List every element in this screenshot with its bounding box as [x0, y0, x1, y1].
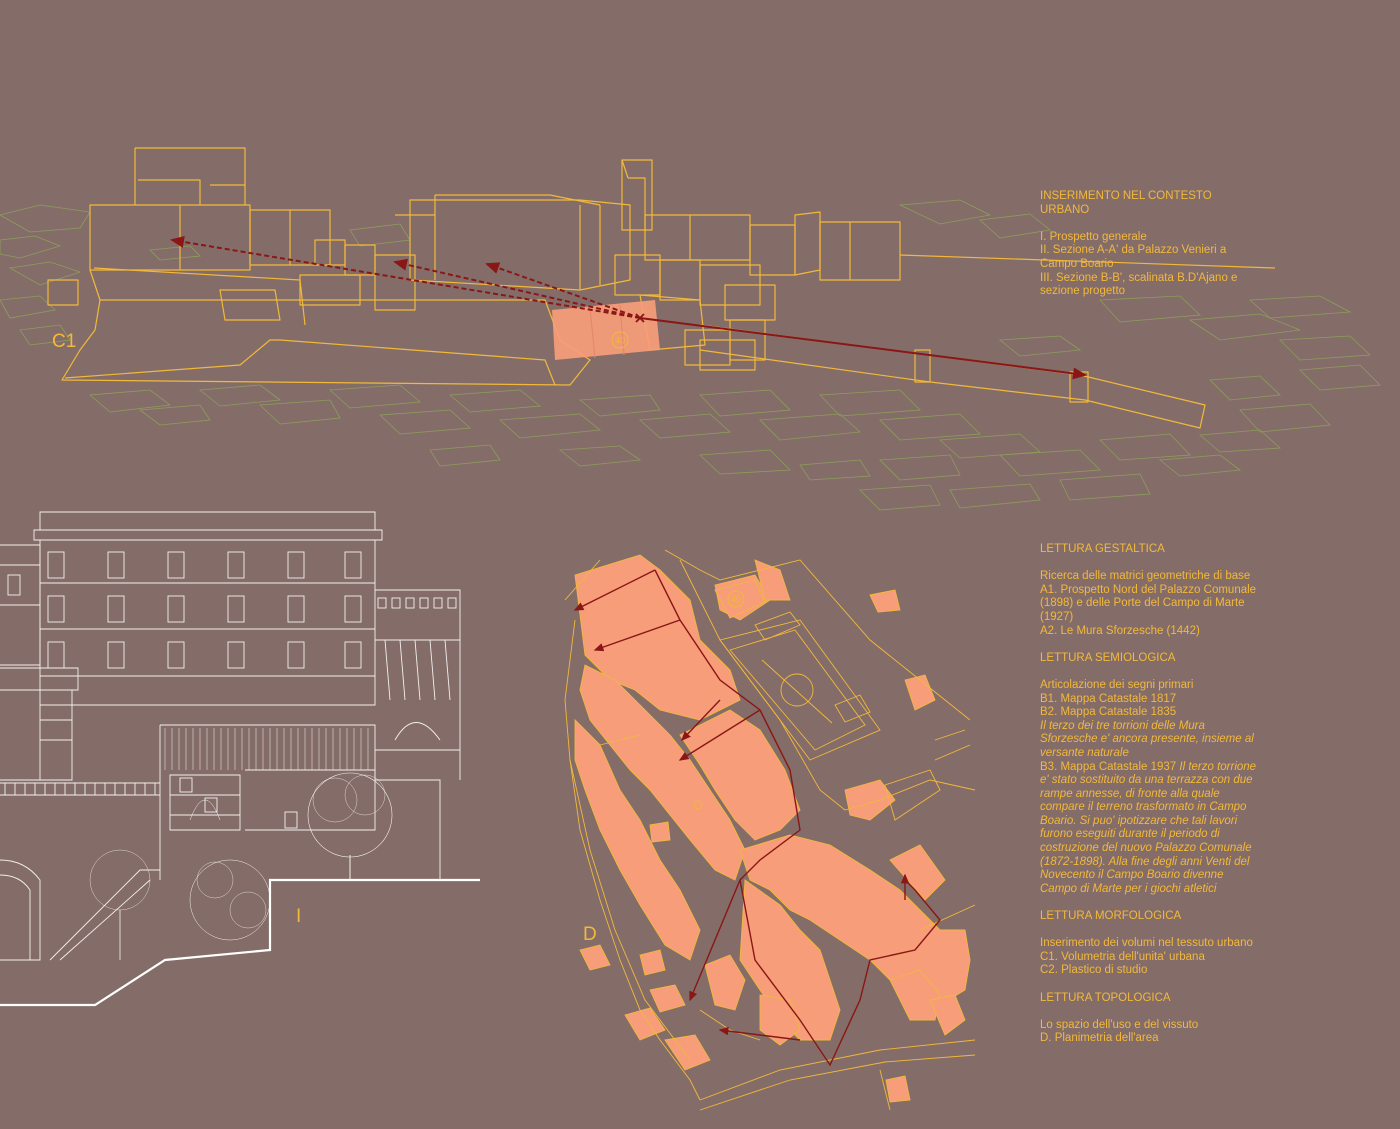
context-title-cont: URBANO	[1040, 203, 1090, 216]
palazzo-windows	[47, 551, 362, 669]
plan-outlines	[564, 549, 976, 1111]
panel-label-d: D	[583, 924, 597, 945]
site-plan-d: 40	[564, 549, 976, 1111]
axonometric-volumetry-c1: 40	[0, 147, 1381, 511]
context-title: INSERIMENTO NEL CONTESTO	[1040, 190, 1212, 202]
semiologica-note: Campo di Marte per i giochi atletici	[1040, 882, 1217, 895]
gestaltica-line: (1927)	[1040, 610, 1074, 623]
semiologica-note: costruzione del nuovo Palazzo Comunale	[1040, 842, 1252, 855]
semiologica-note: Il terzo dei tre torrioni delle Mura	[1040, 719, 1205, 732]
topologica-title: LETTURA TOPOLOGICA	[1040, 991, 1171, 1004]
gestaltica-line: (1898) e delle Porte del Campo di Marte	[1040, 597, 1245, 610]
semiologica-note: versante naturale	[1040, 746, 1129, 759]
morfologica-intro: Inserimento dei volumi nel tessuto urban…	[1040, 937, 1253, 950]
morfologica-line: C1. Volumetria dell'unita' urbana	[1040, 950, 1205, 963]
semiologica-note: Boario. Si puo' ipotizzare che tali lavo…	[1040, 814, 1238, 827]
panel-label-c1: C1	[52, 331, 77, 352]
project-number-badge-plan: 40	[731, 595, 741, 605]
context-item-2-cont: Campo Boario	[1040, 257, 1114, 270]
context-item-3-cont: sezione progetto	[1040, 285, 1126, 298]
topologica-line: D. Planimetria dell'area	[1040, 1032, 1159, 1045]
semiologica-b3-label: B3. Mappa Catastale 1937	[1040, 760, 1180, 773]
sight-lines	[170, 236, 1087, 380]
panel-label-i: I	[296, 906, 302, 927]
semiologica-intro: Articolazione dei segni primari	[1040, 678, 1194, 691]
project-volume: 40	[552, 300, 660, 360]
gestaltica-line: A2. Le Mura Sforzesche (1442)	[1040, 624, 1200, 637]
semiologica-note: rampe annesse, di fronte alla quale	[1040, 787, 1220, 800]
semiologica-note: Novecento il Campo Boario divenne	[1040, 869, 1224, 882]
semiologica-title: LETTURA SEMIOLOGICA	[1040, 651, 1176, 664]
semiologica-line: B1. Mappa Catastale 1817	[1040, 692, 1177, 705]
plan-project-badge: 40	[714, 579, 766, 619]
context-item-1: I. Prospetto generale	[1040, 230, 1147, 243]
gestaltica-title: LETTURA GESTALTICA	[1040, 543, 1165, 555]
morfologica-title: LETTURA MORFOLOGICA	[1040, 910, 1182, 923]
semiologica-line-b3: B3. Mappa Catastale 1937 Il terzo torrio…	[1040, 761, 1262, 775]
morfologica-line: C2. Plastico di studio	[1040, 964, 1148, 977]
semiologica-note: furono eseguiti durante il periodo di	[1040, 828, 1220, 841]
roof-hatching	[164, 728, 369, 770]
project-number-badge-axo: 40	[615, 336, 625, 346]
semiologica-b3-note: Il terzo torrione	[1179, 760, 1257, 773]
semiologica-line: B2. Mappa Catastale 1835	[1040, 706, 1177, 719]
gestaltica-intro: Ricerca delle matrici geometriche di bas…	[1040, 570, 1251, 583]
semiologica-note: (1872-1898). Alla fine degli anni Venti …	[1040, 855, 1250, 868]
context-item-2: II. Sezione A-A' da Palazzo Venieri a	[1040, 244, 1227, 257]
context-item-3: III. Sezione B-B', scalinata B.D'Ajano e	[1040, 271, 1238, 284]
elevation-i	[0, 511, 480, 1007]
semiologica-note: e' stato sostituito da una terrazza con …	[1040, 774, 1253, 787]
readings-text-block: LETTURA GESTALTICA Ricerca delle matrici…	[1040, 543, 1262, 1046]
gestaltica-line: A1. Prospetto Nord del Palazzo Comunale	[1040, 583, 1257, 596]
route-arrows	[573, 569, 941, 1067]
topologica-intro: Lo spazio dell'uso e del vissuto	[1040, 1018, 1199, 1031]
context-text-block: INSERIMENTO NEL CONTESTO URBANO I. Prosp…	[1040, 190, 1275, 299]
semiologica-note: Sforzesche e' ancora presente, insieme a…	[1040, 733, 1254, 746]
semiologica-note: compare il terreno trasformato in Campo	[1040, 801, 1247, 814]
